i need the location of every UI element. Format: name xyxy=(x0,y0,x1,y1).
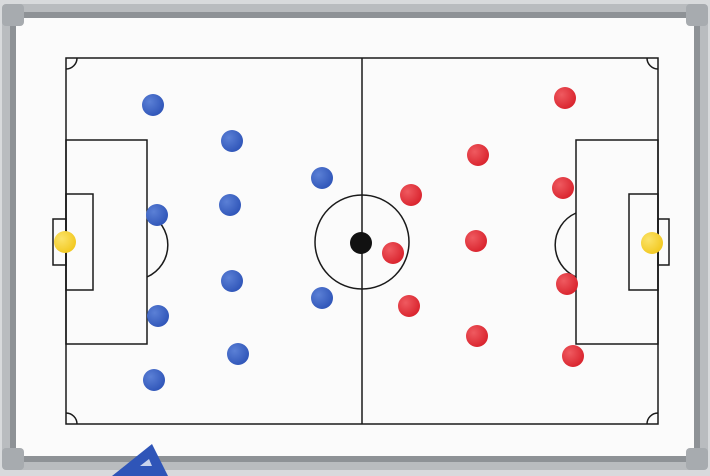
blue-player-magnet[interactable] xyxy=(221,130,243,152)
red-player-magnet[interactable] xyxy=(562,345,584,367)
ball-magnet[interactable] xyxy=(350,232,372,254)
blue-player-magnet[interactable] xyxy=(219,194,241,216)
red-player-magnet[interactable] xyxy=(382,242,404,264)
blue-player-magnet[interactable] xyxy=(227,343,249,365)
blue-player-magnet[interactable] xyxy=(311,167,333,189)
frame-corner-cap-top-right xyxy=(686,4,708,26)
blue-player-magnet[interactable] xyxy=(147,305,169,327)
blue-player-magnet[interactable] xyxy=(146,204,168,226)
red-player-magnet[interactable] xyxy=(554,87,576,109)
blue-player-magnet[interactable] xyxy=(142,94,164,116)
blue-player-magnet[interactable] xyxy=(311,287,333,309)
red-player-magnet[interactable] xyxy=(467,144,489,166)
frame-corner-cap-top-left xyxy=(2,4,24,26)
red-player-magnet[interactable] xyxy=(556,273,578,295)
frame-corner-cap-bottom-right xyxy=(686,448,708,470)
goalkeeper-magnet-left[interactable] xyxy=(54,231,76,253)
goalkeeper-magnet-right[interactable] xyxy=(641,232,663,254)
blue-player-magnet[interactable] xyxy=(221,270,243,292)
red-player-magnet[interactable] xyxy=(552,177,574,199)
red-player-magnet[interactable] xyxy=(400,184,422,206)
frame-corner-cap-bottom-left xyxy=(2,448,24,470)
blue-player-magnet[interactable] xyxy=(143,369,165,391)
red-player-magnet[interactable] xyxy=(466,325,488,347)
red-player-magnet[interactable] xyxy=(465,230,487,252)
red-player-magnet[interactable] xyxy=(398,295,420,317)
